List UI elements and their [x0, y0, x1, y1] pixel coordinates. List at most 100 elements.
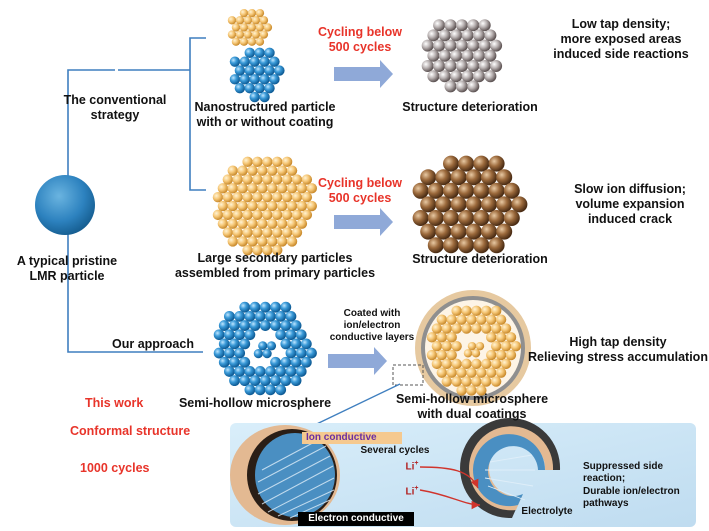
hollow-blue-sphere	[280, 338, 292, 350]
deteriorated-brown-sphere	[412, 182, 429, 199]
primary-gold-sphere	[227, 200, 238, 212]
deteriorated-silver-sphere	[473, 29, 485, 42]
primary-gold-sphere	[257, 218, 268, 229]
coated-gold-sphere	[495, 367, 507, 378]
coated-gold-sphere	[490, 358, 502, 370]
deteriorated-silver-sphere	[438, 29, 451, 42]
hollow-blue-sphere	[239, 375, 251, 387]
approach-coating-label: Coated with ion/electron conductive laye…	[329, 308, 415, 343]
primary-gold-sphere	[217, 200, 229, 212]
primary-gold-sphere	[232, 192, 243, 203]
hollow-blue-sphere	[218, 338, 230, 350]
coated-gold-sphere	[436, 349, 448, 361]
deteriorated-silver-sphere	[444, 80, 457, 93]
nano-blue-sphere	[244, 65, 255, 76]
durable-pathway-label: Durable ion/electron pathways	[583, 486, 680, 509]
nano-blue-sphere	[234, 83, 246, 94]
primary-gold-sphere	[301, 174, 313, 185]
coated-core-sphere	[463, 349, 473, 358]
row1-result-label: Structure deterioration	[402, 100, 538, 114]
nano-blue-sphere	[229, 74, 241, 85]
primary-gold-sphere	[232, 227, 243, 238]
primary-gold-sphere	[291, 209, 303, 221]
coated-core-sphere	[475, 341, 485, 351]
zoom-box	[392, 364, 424, 386]
deteriorated-brown-sphere	[465, 169, 482, 186]
hollow-blue-sphere	[254, 310, 266, 322]
primary-gold-sphere	[262, 156, 273, 168]
primary-gold-sphere	[247, 236, 258, 247]
primary-gold-sphere	[272, 174, 283, 185]
hollow-blue-sphere	[270, 375, 281, 387]
hollow-blue-sphere	[295, 347, 307, 359]
primary-gold-sphere	[286, 236, 298, 247]
coated-gold-sphere	[441, 323, 452, 334]
nano-gold-sphere	[247, 8, 257, 18]
nano-blue-sphere	[254, 65, 265, 76]
several-cycles-label: Several cycles	[360, 445, 430, 456]
approach-benefit-label: High tap density Relieving stress accumu…	[528, 335, 708, 364]
coated-gold-sphere	[431, 358, 443, 370]
deteriorated-brown-sphere	[488, 210, 505, 226]
nanostructured-particle-cluster	[227, 8, 285, 103]
hollow-blue-sphere	[280, 375, 292, 387]
coated-gold-sphere	[426, 332, 438, 343]
deteriorated-brown-sphere	[412, 210, 429, 226]
hollow-blue-sphere	[259, 320, 271, 331]
primary-gold-sphere	[247, 183, 258, 194]
approach-particle-label: Semi-hollow microsphere	[178, 396, 332, 410]
primary-gold-sphere	[227, 236, 238, 247]
hollow-blue-sphere	[234, 347, 246, 359]
deteriorated-brown-sphere	[473, 182, 490, 199]
coated-gold-sphere	[441, 376, 452, 387]
coated-gold-sphere	[495, 314, 507, 325]
coated-gold-sphere	[456, 385, 467, 396]
primary-gold-sphere	[281, 192, 293, 203]
primary-gold-sphere	[281, 174, 293, 185]
primary-gold-sphere	[291, 174, 303, 185]
hollow-blue-sphere	[285, 366, 297, 377]
deteriorated-brown-sphere	[458, 182, 475, 199]
primary-gold-sphere	[272, 209, 283, 221]
hollow-blue-sphere	[223, 366, 235, 377]
deteriorated-silver-sphere	[444, 39, 457, 52]
deteriorated-silver-sphere	[433, 60, 446, 72]
hollow-blue-sphere	[239, 338, 251, 350]
primary-gold-sphere	[276, 183, 288, 194]
hollow-core-sphere	[262, 349, 272, 359]
hollow-blue-sphere	[275, 310, 287, 322]
primary-gold-sphere	[252, 192, 263, 203]
row2-issue-label: Slow ion diffusion; volume expansion ind…	[574, 182, 686, 226]
coated-gold-sphere	[466, 385, 477, 396]
primary-gold-sphere	[291, 227, 303, 238]
this-work-label: This work	[85, 396, 144, 410]
nano-gold-sphere	[239, 8, 249, 18]
hollow-core-sphere	[266, 341, 277, 351]
hollow-blue-sphere	[249, 320, 261, 331]
hollow-blue-sphere	[229, 338, 240, 350]
nano-gold-sphere	[231, 23, 241, 32]
nano-gold-sphere	[239, 23, 249, 32]
nano-gold-sphere	[251, 16, 261, 25]
nano-gold-sphere	[235, 30, 245, 39]
hollow-blue-sphere	[239, 301, 251, 313]
deteriorated-brown-sphere	[443, 237, 459, 254]
primary-gold-sphere	[227, 165, 238, 176]
hollow-blue-sphere	[234, 329, 246, 341]
deteriorated-silver-sphere	[444, 19, 457, 32]
hollow-blue-sphere	[275, 366, 287, 377]
hollow-blue-sphere	[259, 301, 271, 313]
deteriorated-silver-sphere	[467, 19, 480, 32]
li-path-upper	[419, 466, 479, 489]
hollow-blue-sphere	[275, 384, 287, 396]
nano-gold-sphere	[251, 30, 261, 39]
coated-gold-sphere	[446, 332, 457, 343]
hollow-blue-sphere	[290, 320, 302, 331]
primary-gold-sphere	[217, 218, 229, 229]
deteriorated-brown-sphere	[481, 169, 497, 186]
nano-gold-sphere	[227, 30, 237, 39]
deteriorated-silver-sphere	[478, 60, 491, 72]
coated-gold-sphere	[505, 332, 517, 343]
deteriorated-silver-sphere	[438, 70, 451, 83]
nano-blue-sphere	[244, 83, 255, 94]
